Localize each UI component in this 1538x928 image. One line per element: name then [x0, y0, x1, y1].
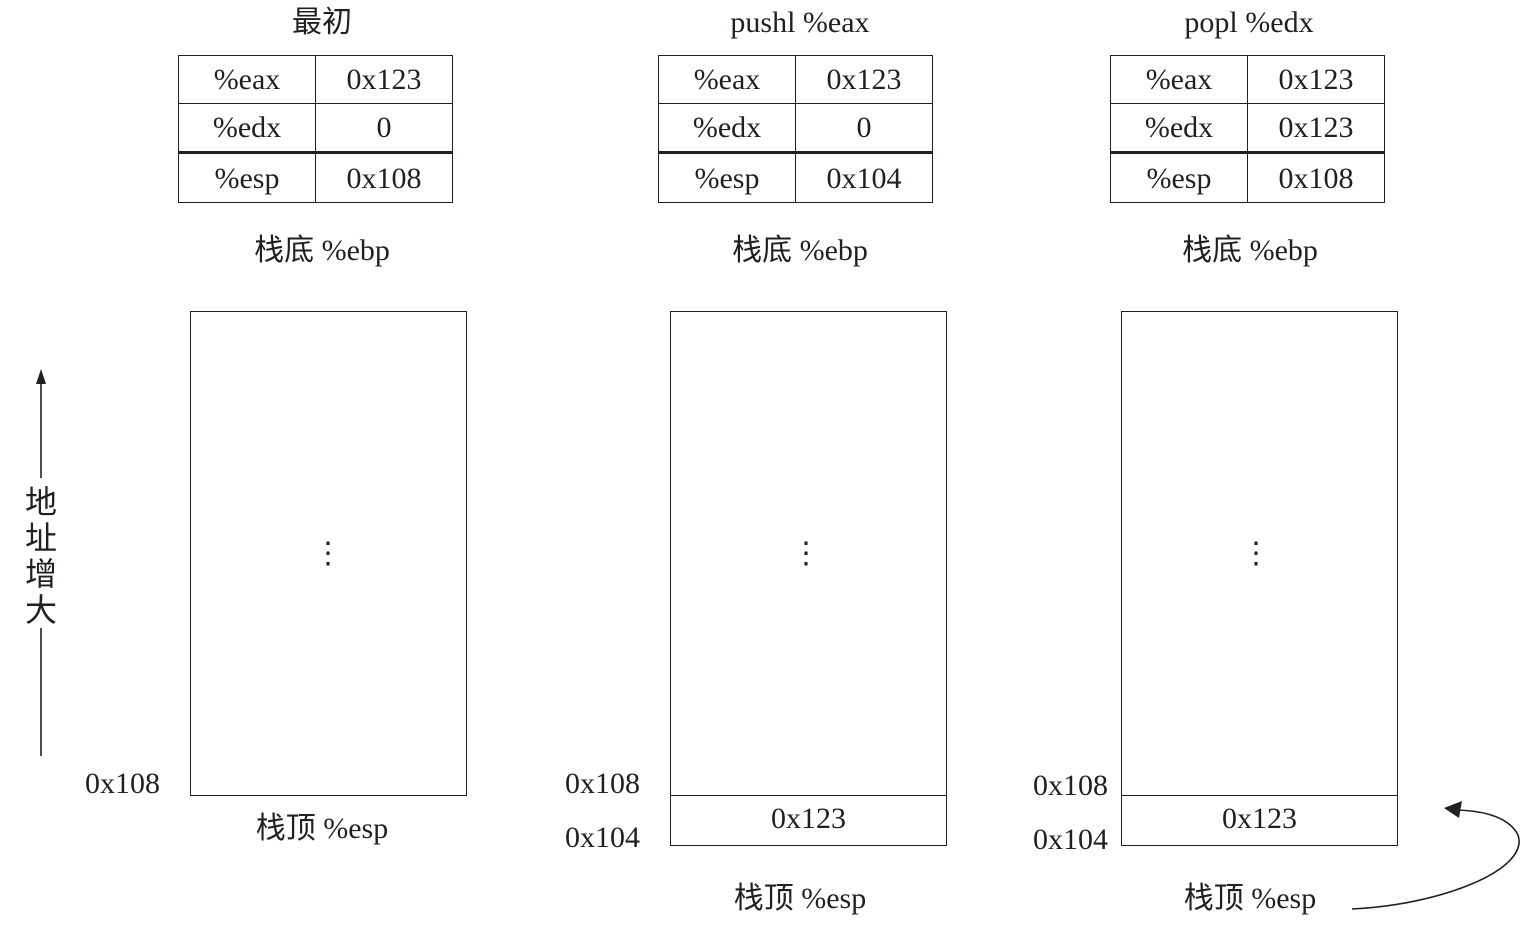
- panel-1-stack-bottom-label: 栈底 %ebp: [254, 234, 390, 267]
- panel-1-stack-top-label: 栈顶 %esp: [255, 812, 389, 845]
- register-value: 0x123: [1247, 103, 1385, 153]
- register-name: %esp: [1110, 151, 1248, 203]
- panel-2-title: pushl %eax: [730, 6, 870, 39]
- register-value: 0x123: [1247, 55, 1385, 104]
- register-value: 0x108: [315, 151, 453, 203]
- panel-3-stack-cell: 0x123: [1121, 795, 1398, 846]
- axis-label-char-2: 址: [24, 520, 57, 556]
- panel-3-stack-bottom-label: 栈底 %ebp: [1182, 234, 1318, 267]
- register-value: 0x108: [1247, 151, 1385, 203]
- register-value: 0x104: [795, 151, 933, 203]
- panel-1-stack: [190, 311, 467, 796]
- panel-2-stack-bottom-label: 栈底 %ebp: [732, 234, 868, 267]
- curved-pointer-arrow: [1351, 809, 1520, 910]
- axis-label-char-1: 地: [24, 484, 57, 520]
- panel-3-stack-top-label: 栈顶 %esp: [1183, 882, 1317, 915]
- register-name: %edx: [658, 103, 796, 153]
- panel-2-stack-cell: 0x123: [670, 795, 947, 846]
- panel-2-address-0x104: 0x104: [565, 821, 640, 854]
- curved-arrowhead-icon: [1444, 801, 1462, 818]
- register-name: %edx: [178, 103, 316, 153]
- register-name: %esp: [658, 151, 796, 203]
- axis-arrowhead-icon: [36, 369, 46, 384]
- axis-label-char-3: 增: [24, 556, 57, 592]
- register-value: 0: [795, 103, 933, 153]
- panel-3-address-0x104: 0x104: [1033, 823, 1108, 856]
- panel-1-address-0x108: 0x108: [85, 767, 160, 800]
- panel-3-title: popl %edx: [1184, 6, 1314, 39]
- panel-1-title: 最初: [292, 6, 352, 39]
- register-name: %esp: [178, 151, 316, 203]
- register-name: %eax: [658, 55, 796, 104]
- panel-3-address-0x108: 0x108: [1033, 769, 1108, 802]
- panel-2-address-0x108: 0x108: [565, 767, 640, 800]
- axis-label-char-4: 大: [24, 592, 57, 628]
- register-value: 0: [315, 103, 453, 153]
- register-name: %eax: [178, 55, 316, 104]
- panel-2-stack-top-label: 栈顶 %esp: [733, 882, 867, 915]
